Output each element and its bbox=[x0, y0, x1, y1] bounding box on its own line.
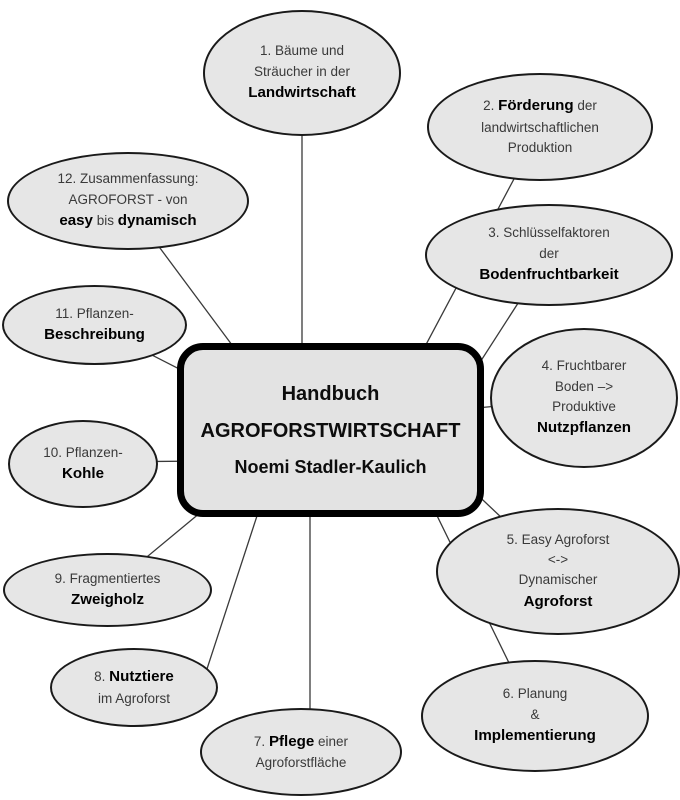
node-text-line: 6. Planung bbox=[502, 686, 568, 702]
node-ellipse-12: 12. Zusammenfassung: AGROFORST - von eas… bbox=[7, 152, 249, 250]
node-text-line: Zweigholz bbox=[70, 590, 145, 608]
node-ellipse-6: 6. Planung & Implementierung bbox=[421, 660, 649, 772]
node-text-line: Landwirtschaft bbox=[248, 83, 356, 101]
node-text-line: Agroforstfläche bbox=[255, 755, 347, 771]
node-text-line: Bodenfruchtbarkeit bbox=[479, 265, 619, 283]
node-text-line: & bbox=[530, 706, 540, 722]
node-text-line: AGROFORST - von bbox=[68, 191, 188, 207]
node-text-line: easy bis dynamisch bbox=[59, 211, 197, 229]
node-text-line: 4. Fruchtbarer bbox=[541, 358, 627, 374]
node-ellipse-2: 2. Förderung der landwirtschaftlichen Pr… bbox=[427, 73, 653, 181]
node-ellipse-9: 9. Fragmentiertes Zweigholz bbox=[3, 553, 212, 627]
node-text-line: Sträucher in der bbox=[253, 63, 351, 79]
node-ellipse-7: 7. Pflege einer Agroforstfläche bbox=[200, 708, 402, 796]
node-text-line: Agroforst bbox=[523, 592, 593, 610]
node-text-line: Nutzpflanzen bbox=[536, 419, 631, 437]
node-ellipse-11: 11. Pflanzen- Beschreibung bbox=[2, 285, 187, 365]
node-text-line: 7. Pflege einer bbox=[253, 732, 349, 750]
node-text-line: 11. Pflanzen- bbox=[55, 305, 134, 321]
node-text-line: Produktion bbox=[507, 140, 573, 156]
node-text-line: 3. Schlüsselfaktoren bbox=[488, 225, 610, 241]
node-text-line: Dynamischer bbox=[518, 572, 598, 588]
node-text-line: im Agroforst bbox=[97, 690, 171, 706]
node-ellipse-3: 3. Schlüsselfaktoren der Bodenfruchtbark… bbox=[425, 204, 673, 306]
center-box-title: AGROFORSTWIRTSCHAFT bbox=[200, 419, 461, 442]
node-ellipse-5: 5. Easy Agroforst <-> Dynamischer Agrofo… bbox=[436, 508, 680, 635]
node-ellipse-8: 8. Nutztiere im Agroforst bbox=[50, 648, 218, 727]
center-box-line-handbuch: Handbuch bbox=[281, 382, 380, 405]
node-text-line: Produktive bbox=[552, 398, 616, 414]
node-ellipse-10: 10. Pflanzen- Kohle bbox=[8, 420, 158, 508]
node-text-line: Beschreibung bbox=[44, 325, 145, 343]
node-text-line: 12. Zusammenfassung: bbox=[57, 171, 199, 187]
node-text-line: landwirtschaftlichen bbox=[481, 120, 599, 136]
node-text-line: 9. Fragmentiertes bbox=[54, 570, 161, 586]
center-box-author: Noemi Stadler-Kaulich bbox=[234, 456, 427, 477]
node-text-line: <-> bbox=[547, 552, 569, 568]
center-title-box: Handbuch AGROFORSTWIRTSCHAFT Noemi Stadl… bbox=[177, 343, 484, 517]
node-ellipse-4: 4. Fruchtbarer Boden –> Produktive Nutzp… bbox=[490, 328, 678, 468]
node-text-line: 1. Bäume und bbox=[259, 43, 345, 59]
node-text-line: 5. Easy Agroforst bbox=[506, 531, 610, 547]
node-text-line: Implementierung bbox=[474, 726, 596, 744]
node-text-line: Boden –> bbox=[554, 378, 614, 394]
node-ellipse-1: 1. Bäume und Sträucher in der Landwirtsc… bbox=[203, 10, 401, 136]
node-text-line: 2. Förderung der bbox=[483, 97, 597, 115]
node-text-line: 10. Pflanzen- bbox=[43, 444, 123, 460]
node-text-line: der bbox=[539, 245, 559, 261]
node-text-line: 8. Nutztiere bbox=[94, 668, 174, 686]
node-text-line: Kohle bbox=[62, 464, 104, 482]
